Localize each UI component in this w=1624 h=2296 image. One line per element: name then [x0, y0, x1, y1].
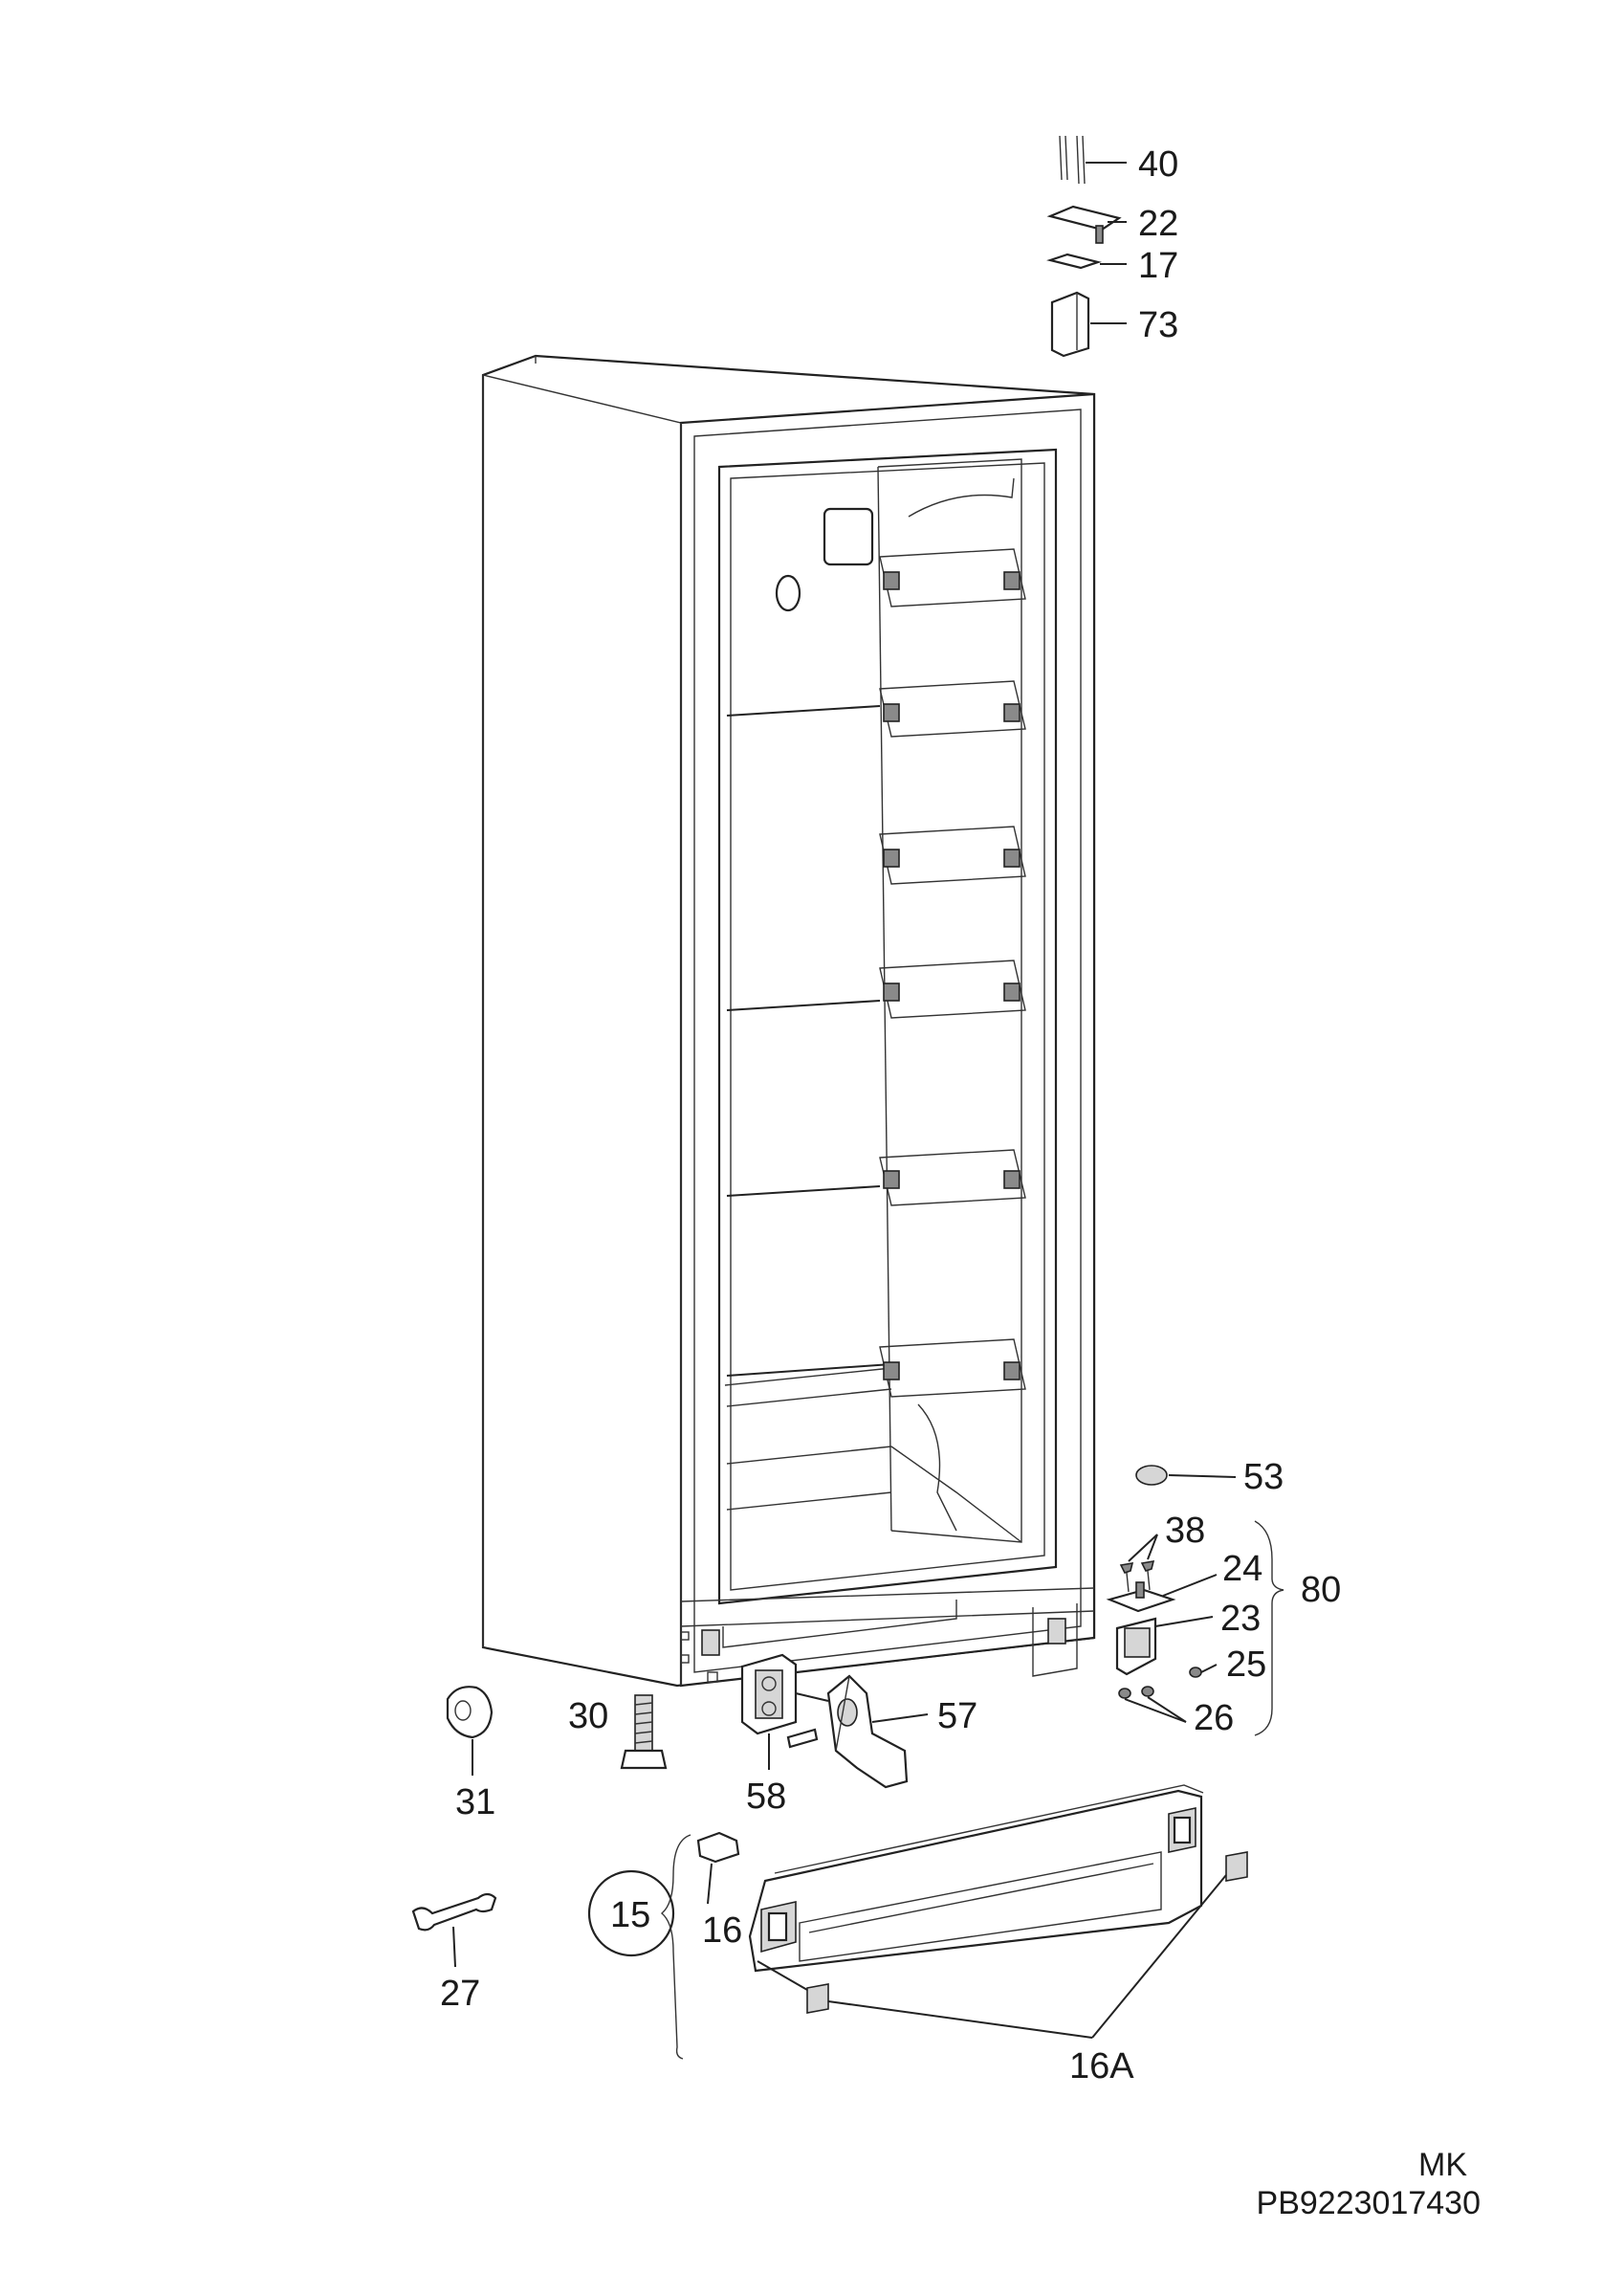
- callout-38: 38: [1165, 1511, 1205, 1551]
- callout-73: 73: [1138, 305, 1178, 345]
- callout-57: 57: [937, 1696, 977, 1736]
- model-code: MK: [1418, 2147, 1467, 2183]
- shelf-rails: [726, 477, 1026, 1532]
- callout-31: 31: [455, 1782, 495, 1822]
- part-23-lower-hinge: [1115, 1616, 1214, 1676]
- callout-53: 53: [1243, 1457, 1284, 1497]
- part-57-toe-clip: [795, 1674, 929, 1789]
- callout-26: 26: [1194, 1698, 1234, 1738]
- callout-24: 24: [1222, 1549, 1262, 1589]
- part-22-top-hinge: [1046, 205, 1127, 244]
- refrigerator-cabinet: [481, 354, 1096, 1688]
- callout-23: 23: [1220, 1599, 1261, 1639]
- part-30-adjustable-foot: [620, 1694, 668, 1770]
- part-26-screws: [1118, 1686, 1187, 1723]
- callout-22: 22: [1138, 204, 1178, 244]
- product-number: PB9223017430: [1257, 2185, 1481, 2221]
- callout-27: 27: [440, 1974, 480, 2014]
- part-24-hinge-plate: [1106, 1574, 1218, 1613]
- callout-15: 15: [610, 1895, 650, 1935]
- part-17-spacer: [1046, 253, 1127, 270]
- part-53-cap: [1135, 1465, 1237, 1486]
- callout-16: 16: [702, 1910, 742, 1951]
- part-25-screw: [1189, 1664, 1218, 1678]
- part-73-hinge-cover: [1050, 291, 1127, 358]
- callout-58: 58: [746, 1777, 786, 1817]
- part-16-clip: [696, 1831, 740, 1905]
- part-80-bracket: [1254, 1520, 1284, 1736]
- callout-17: 17: [1138, 246, 1178, 286]
- callout-40: 40: [1138, 144, 1178, 185]
- part-38-screws: [1119, 1534, 1158, 1593]
- callout-25: 25: [1226, 1645, 1266, 1685]
- part-58-lower-bracket: [740, 1653, 819, 1770]
- callout-16a: 16A: [1069, 2046, 1134, 2086]
- part-27-wrench: [411, 1892, 497, 1968]
- part-31-foot-cap: [446, 1686, 494, 1776]
- part-16a-plinth: [748, 1784, 1248, 2039]
- part-15-kit-bracket: [587, 1834, 691, 2060]
- part-40-screws: [1059, 135, 1127, 185]
- callout-80: 80: [1301, 1570, 1341, 1610]
- callout-30: 30: [568, 1696, 608, 1736]
